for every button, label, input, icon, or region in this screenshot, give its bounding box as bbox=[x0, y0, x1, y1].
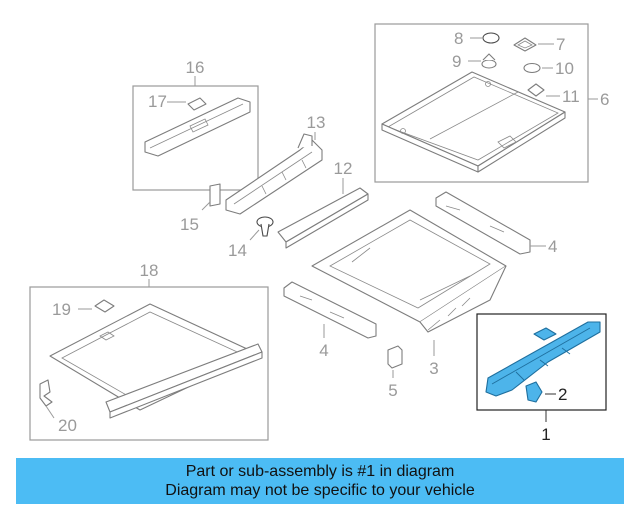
label-2: 2 bbox=[558, 385, 567, 404]
part-12-bar: 12 bbox=[277, 159, 369, 249]
label-13: 13 bbox=[307, 113, 326, 132]
label-15: 15 bbox=[180, 215, 199, 234]
part-4-left-rail: 4 bbox=[283, 281, 377, 360]
label-4-right: 4 bbox=[548, 237, 557, 256]
label-20: 20 bbox=[58, 416, 77, 435]
part-14-pin: 14 bbox=[228, 216, 274, 260]
banner-line-2: Diagram may not be specific to your vehi… bbox=[165, 482, 475, 499]
label-8: 8 bbox=[454, 29, 463, 48]
label-3: 3 bbox=[429, 359, 438, 378]
cap-19-shape bbox=[94, 299, 115, 313]
label-16: 16 bbox=[186, 58, 205, 77]
label-1: 1 bbox=[541, 425, 550, 444]
parts-diagram: 16 17 6 8 9 7 10 bbox=[29, 23, 609, 444]
label-6: 6 bbox=[600, 90, 609, 109]
label-7: 7 bbox=[556, 35, 565, 54]
label-19: 19 bbox=[52, 300, 71, 319]
label-17: 17 bbox=[148, 92, 167, 111]
group-6-floor-board: 6 8 9 7 10 11 bbox=[374, 23, 609, 183]
label-18: 18 bbox=[140, 261, 159, 280]
label-11: 11 bbox=[562, 87, 580, 106]
part-1-sill-trim bbox=[485, 321, 601, 397]
part-13-rail: 13 bbox=[225, 113, 326, 215]
banner-line-1: Part or sub-assembly is #1 in diagram bbox=[185, 463, 455, 480]
info-banner: Part or sub-assembly is #1 in diagram Di… bbox=[16, 458, 624, 504]
group-18-cargo-cover: 18 19 20 bbox=[29, 261, 269, 441]
part-15-clip: 15 bbox=[180, 183, 221, 234]
label-4-left: 4 bbox=[319, 341, 328, 360]
group-16-trim-panel: 16 17 bbox=[132, 58, 259, 191]
part-5-bracket: 5 bbox=[387, 345, 403, 400]
part-3-trunk-tub: 3 bbox=[311, 209, 507, 378]
group-1-highlighted: 1 2 bbox=[476, 313, 607, 444]
label-10: 10 bbox=[555, 59, 574, 78]
label-9: 9 bbox=[452, 52, 461, 71]
clip-17-shape bbox=[187, 97, 207, 111]
part-4-right-rail: 4 bbox=[435, 191, 557, 256]
label-5: 5 bbox=[388, 381, 397, 400]
part-2-clip bbox=[525, 381, 543, 403]
label-14: 14 bbox=[228, 241, 247, 260]
label-12: 12 bbox=[334, 159, 353, 178]
